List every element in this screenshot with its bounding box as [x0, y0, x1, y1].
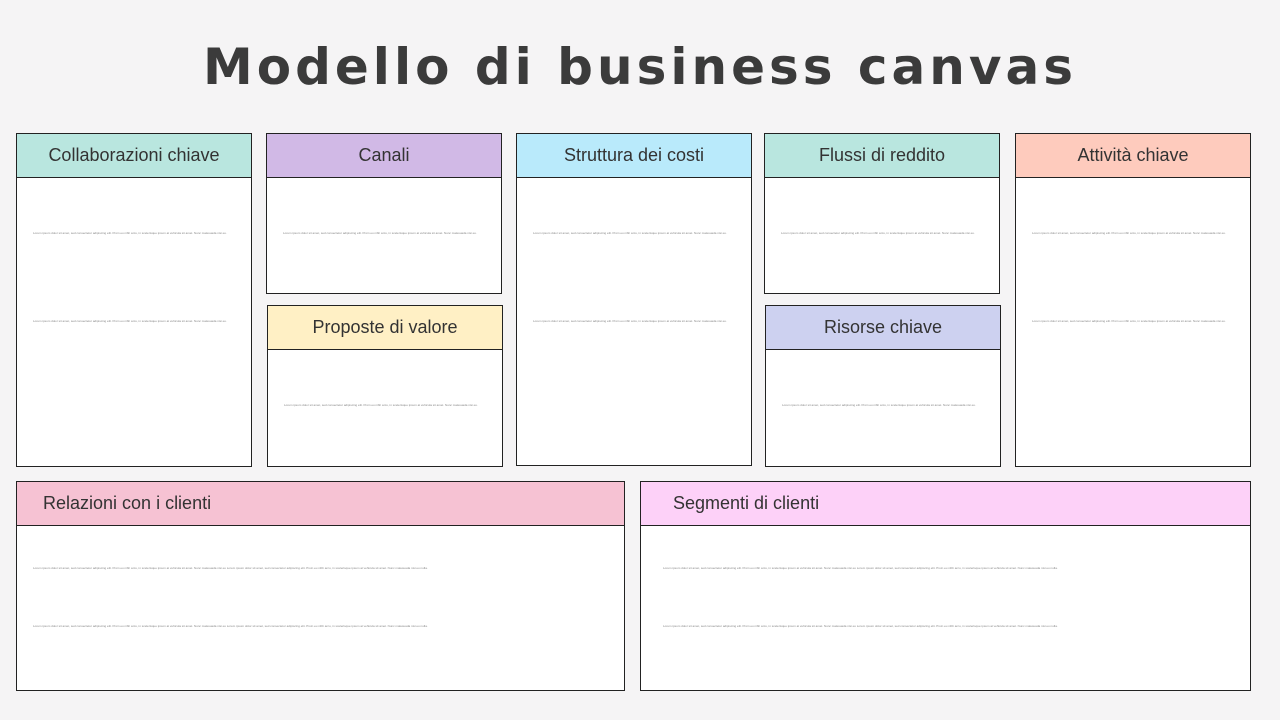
block-header: Flussi di reddito: [765, 134, 999, 178]
block-header: Collaborazioni chiave: [17, 134, 251, 178]
block-flussi-di-reddito[interactable]: Flussi di reddito Lorem ipsum dolor sit …: [764, 133, 1000, 294]
block-relazioni-con-i-clienti[interactable]: Relazioni con i clienti Lorem ipsum dolo…: [16, 481, 625, 691]
block-text: Lorem ipsum dolor sit amet, sed consecte…: [533, 319, 727, 323]
block-text: Lorem ipsum dolor sit amet, sed consecte…: [33, 566, 428, 570]
block-header: Attività chiave: [1016, 134, 1250, 178]
block-text: Lorem ipsum dolor sit amet, sed consecte…: [533, 231, 727, 235]
block-text: Lorem ipsum dolor sit amet, sed consecte…: [283, 231, 477, 235]
block-risorse-chiave[interactable]: Risorse chiave Lorem ipsum dolor sit ame…: [765, 305, 1001, 467]
block-canali[interactable]: Canali Lorem ipsum dolor sit amet, sed c…: [266, 133, 502, 294]
block-text: Lorem ipsum dolor sit amet, sed consecte…: [1032, 319, 1226, 323]
block-attivita-chiave[interactable]: Attività chiave Lorem ipsum dolor sit am…: [1015, 133, 1251, 467]
block-proposte-di-valore[interactable]: Proposte di valore Lorem ipsum dolor sit…: [267, 305, 503, 467]
block-text: Lorem ipsum dolor sit amet, sed consecte…: [284, 403, 478, 407]
block-text: Lorem ipsum dolor sit amet, sed consecte…: [782, 403, 976, 407]
block-struttura-dei-costi[interactable]: Struttura dei costi Lorem ipsum dolor si…: [516, 133, 752, 466]
block-text: Lorem ipsum dolor sit amet, sed consecte…: [33, 319, 227, 323]
block-text: Lorem ipsum dolor sit amet, sed consecte…: [33, 624, 428, 628]
block-header: Struttura dei costi: [517, 134, 751, 178]
block-text: Lorem ipsum dolor sit amet, sed consecte…: [781, 231, 975, 235]
block-header: Risorse chiave: [766, 306, 1000, 350]
block-text: Lorem ipsum dolor sit amet, sed consecte…: [663, 566, 1058, 570]
block-segmenti-di-clienti[interactable]: Segmenti di clienti Lorem ipsum dolor si…: [640, 481, 1251, 691]
page-title: Modello di business canvas: [203, 38, 1077, 96]
block-text: Lorem ipsum dolor sit amet, sed consecte…: [663, 624, 1058, 628]
block-header: Segmenti di clienti: [641, 482, 1250, 526]
block-header: Proposte di valore: [268, 306, 502, 350]
block-text: Lorem ipsum dolor sit amet, sed consecte…: [1032, 231, 1226, 235]
block-collaborazioni-chiave[interactable]: Collaborazioni chiave Lorem ipsum dolor …: [16, 133, 252, 467]
block-text: Lorem ipsum dolor sit amet, sed consecte…: [33, 231, 227, 235]
block-header: Relazioni con i clienti: [17, 482, 624, 526]
block-header: Canali: [267, 134, 501, 178]
